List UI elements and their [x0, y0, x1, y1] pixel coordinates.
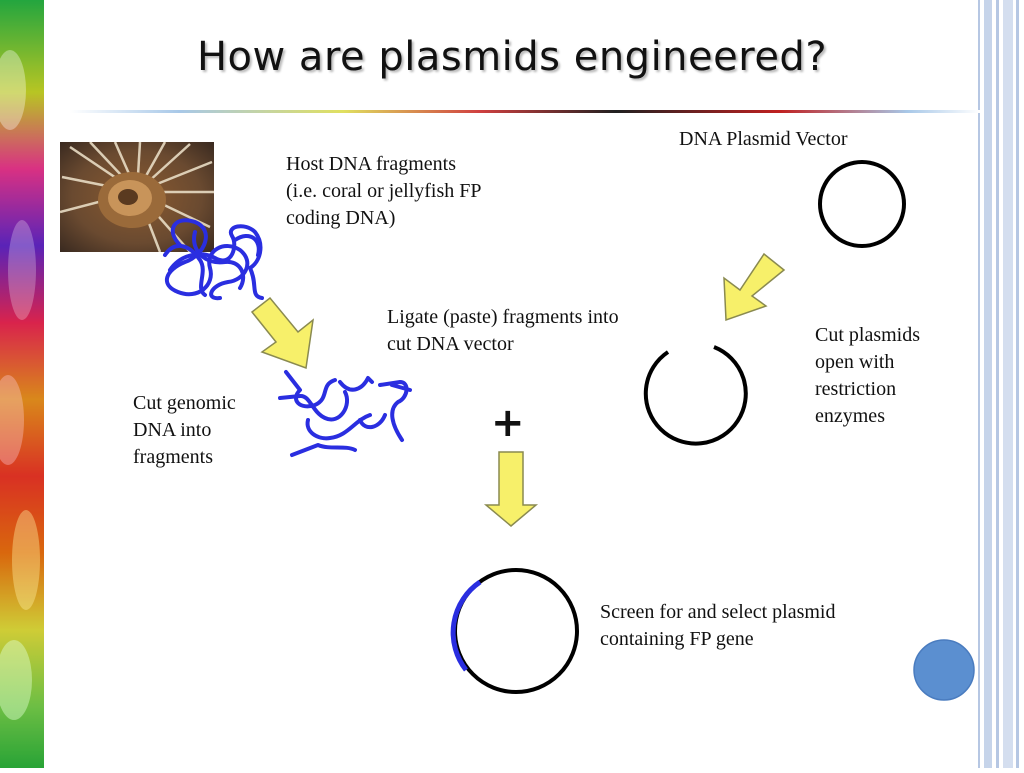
sea-anemone-photo [60, 142, 214, 252]
arrow-to-cut-plasmid [723, 252, 786, 322]
colorful-tubes-decoration-icon [0, 0, 44, 768]
right-decor-bars [976, 0, 1024, 768]
cut-genomic-line-2: DNA into [133, 419, 212, 441]
host-dna-tangle [163, 218, 264, 301]
screen-label: Screen for and select plasmid containing… [600, 599, 835, 653]
cut-plasmids-label: Cut plasmids open with restriction enzym… [815, 322, 920, 430]
ligate-line-2: cut DNA vector [387, 333, 514, 355]
cut-plasmids-line-4: enzymes [815, 405, 885, 427]
cut-plasmids-line-3: restriction [815, 378, 897, 400]
screen-line-1: Screen for and select plasmid [600, 601, 836, 623]
host-dna-line-1: Host DNA fragments [286, 153, 456, 175]
cut-genomic-line-1: Cut genomic [133, 392, 236, 414]
cut-plasmids-line-1: Cut plasmids [815, 324, 921, 346]
cut-genomic-label: Cut genomic DNA into fragments [133, 390, 236, 471]
arrow-to-result [483, 451, 539, 527]
cut-plasmids-line-2: open with [815, 351, 895, 373]
blue-dot-decoration [913, 639, 975, 701]
recombinant-plasmid [450, 568, 579, 694]
cut-plasmid [643, 345, 748, 446]
screen-line-2: containing FP gene [600, 628, 754, 650]
plasmid-vector-label: DNA Plasmid Vector [679, 128, 848, 150]
plus-sign: + [491, 400, 525, 446]
cut-genomic-line-3: fragments [133, 446, 213, 468]
cut-dna-fragments [278, 370, 412, 457]
slide-title: How are plasmids engineered? [196, 34, 828, 80]
ligate-line-1: Ligate (paste) fragments into [387, 306, 619, 328]
intact-plasmid [818, 160, 906, 248]
host-dna-label: Host DNA fragments (i.e. coral or jellyf… [286, 151, 482, 232]
title-divider [70, 110, 980, 113]
ligate-label: Ligate (paste) fragments into cut DNA ve… [387, 304, 619, 358]
left-decor-strip [0, 0, 44, 768]
host-dna-line-2: (i.e. coral or jellyfish FP [286, 180, 482, 202]
host-dna-line-3: coding DNA) [286, 207, 396, 229]
arrow-to-fragments [250, 296, 315, 370]
